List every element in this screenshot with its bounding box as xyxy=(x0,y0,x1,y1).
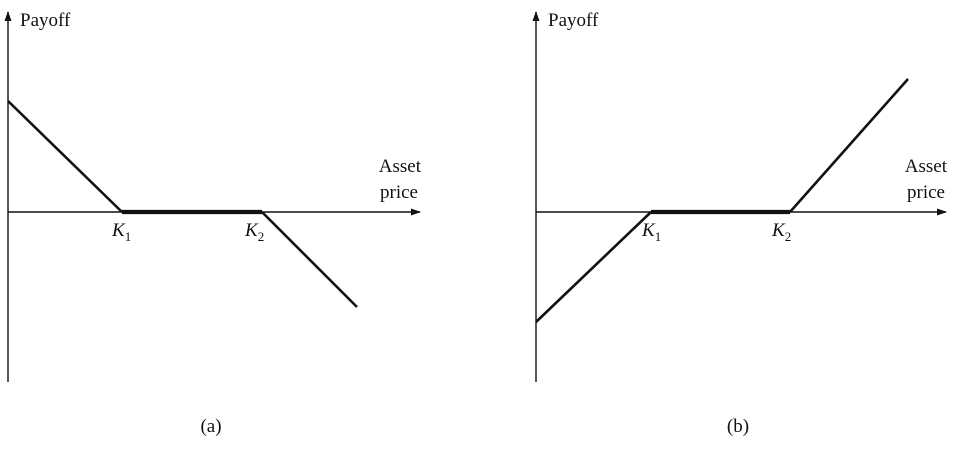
panel-a-x-axis-label-line2: price xyxy=(380,182,418,203)
panel-a-x-axis-label-line1: Asset xyxy=(379,156,422,177)
panel-a-k2-label: K2 xyxy=(244,220,264,244)
panel-b-x-axis-label-line2: price xyxy=(907,182,945,203)
panel-a-y-axis-label: Payoff xyxy=(20,10,71,31)
panel-b-k1-label: K1 xyxy=(641,220,661,244)
panel-b-caption: (b) xyxy=(727,416,749,437)
panel-b-x-axis-label-line1: Asset xyxy=(905,156,948,177)
panel-a: Payoff Asset price K1 K2 (a) xyxy=(4,10,422,437)
panel-b-k2-label: K2 xyxy=(771,220,791,244)
panel-a-payoff-right-segment xyxy=(261,211,358,308)
panel-a-payoff-left-segment xyxy=(7,100,123,213)
panel-b-payoff-left-segment xyxy=(535,211,652,323)
panel-a-k1-label: K1 xyxy=(111,220,131,244)
panel-b-payoff-right-segment xyxy=(789,78,909,213)
panel-b-y-axis-label: Payoff xyxy=(548,10,599,31)
panel-a-caption: (a) xyxy=(200,416,221,437)
panel-b: Payoff Asset price K1 K2 (b) xyxy=(532,10,948,437)
